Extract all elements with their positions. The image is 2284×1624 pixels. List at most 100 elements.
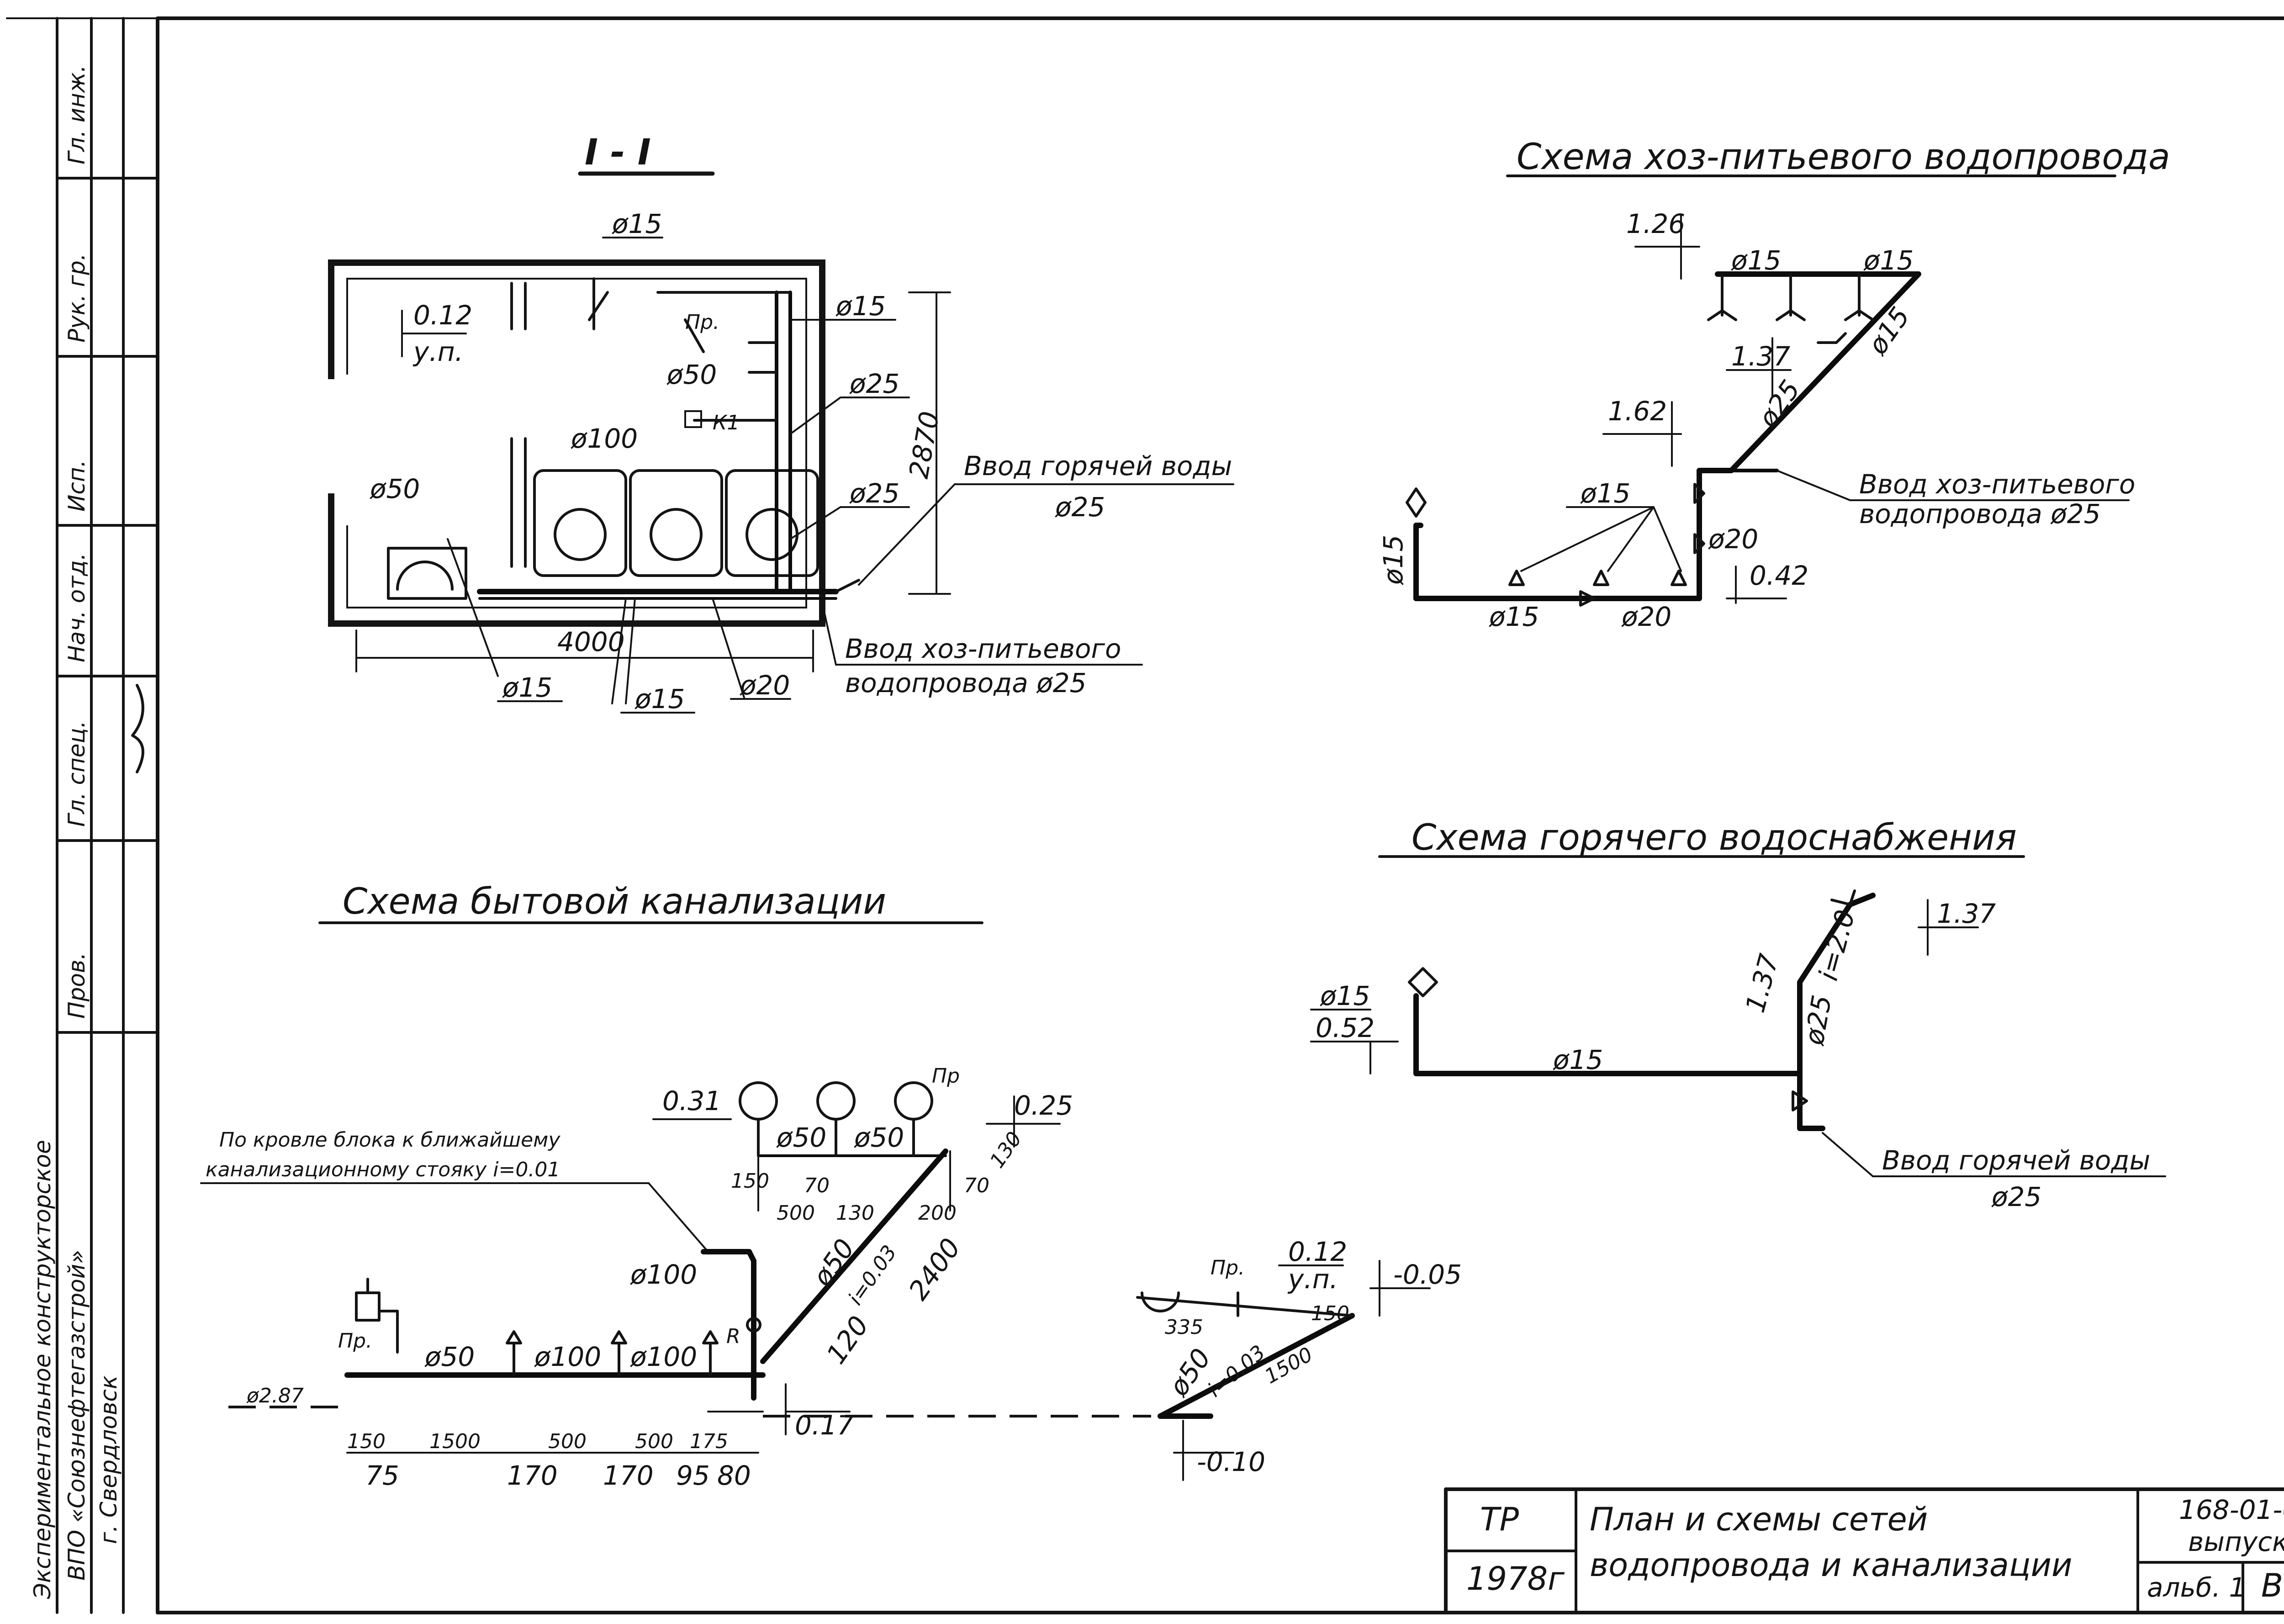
hot-lvl-137: 1.37 (1937, 898, 1996, 929)
sewer-dim-150: 150 (731, 1169, 769, 1193)
sewer-d100-b: ø100 (630, 1341, 697, 1372)
stamp-cell-1: Гл. инж. (63, 65, 90, 164)
cold-d15-mid: ø15 (1580, 478, 1630, 509)
sewer-lvl-031: 0.31 (662, 1085, 721, 1116)
aux-012: 0.12 (1288, 1236, 1347, 1267)
stamp-org-line2: ВПО «Союзнефтегазстрой» (63, 1250, 90, 1581)
hot-water-title: Схема горячего водоснабжения (1412, 817, 2017, 858)
sewer-b-1500: 1500 (429, 1430, 481, 1453)
plan-fixtures (387, 469, 819, 600)
stamp-org-line3: г. Свердловск (95, 1375, 122, 1544)
cold-water-levels: 1.26 1.37 1.62 0.42 (1602, 208, 1808, 604)
stamp-cell-3: Исп. (63, 460, 90, 512)
wc-2 (650, 508, 703, 561)
hot-d15-top: ø15 (1320, 980, 1370, 1011)
sewer-lvl-017: 0.17 (795, 1410, 854, 1441)
aux-bath (1141, 1291, 1180, 1312)
cold-lvl-137: 1.37 (1731, 341, 1790, 372)
aux-335: 335 (1165, 1316, 1203, 1339)
sewer-dim-130: 130 (836, 1201, 874, 1225)
sewer-note-line2: канализационному стояку i=0.01 (206, 1158, 560, 1181)
sewer-d50-b: ø50 (854, 1122, 904, 1153)
sewer-wc-2 (816, 1081, 856, 1121)
plan-d15-bottom1: ø15 (502, 672, 552, 703)
hot-slope: i=2.0 (1813, 906, 1861, 984)
plan-view: I - I (324, 132, 1234, 714)
cold-d15-bot: ø15 (1489, 601, 1539, 632)
plan-dim-2870: 2870 (903, 409, 946, 481)
aux-m010: -0.10 (1197, 1446, 1265, 1477)
hot-valve (1792, 1090, 1808, 1111)
cold-water-taps (1406, 273, 1874, 607)
sewer-lvl-025: 0.25 (1014, 1090, 1073, 1121)
sewer-inlet-mark: ø2.87 (246, 1384, 304, 1407)
sewer-dim-500: 500 (777, 1201, 815, 1225)
plan-d15-right: ø15 (835, 291, 886, 322)
hot-tap (1830, 889, 1856, 906)
cold-d20-bot: ø20 (1621, 601, 1671, 632)
tb-title-line2: водопровода и канализации (1590, 1546, 2073, 1584)
stamp-cell-2: Рук. гр. (63, 253, 90, 343)
tb-album: альб. 1 (2147, 1572, 2246, 1603)
aux-m005: -0.05 (1393, 1259, 1462, 1290)
plan-d100: ø100 (571, 423, 638, 454)
hot-d25: ø25 (1798, 993, 1838, 1047)
plan-d50-wc: ø50 (666, 359, 717, 390)
sewer-d100-riser: ø100 (630, 1259, 697, 1290)
cold-d15-vert: ø15 (1378, 535, 1409, 585)
plan-k1: К1 (713, 411, 740, 434)
tb-doc-no: 168-01-01 (2179, 1494, 2284, 1525)
plan-d15-top: ø15 (612, 208, 662, 239)
sewer-d100-a: ø100 (534, 1341, 601, 1372)
sewer-aux-branch: Пр. 0.12 у.п. -0.05 335 ø50 i=0.03 1500 … (1163, 1236, 1462, 1481)
sewer-scheme: Схема бытовой канализации По кровле блок… (200, 881, 1462, 1491)
sheet-frame (6, 16, 2284, 1614)
aux-slope: i=0.03 (1203, 1341, 1269, 1402)
sewer-b-175: 175 (690, 1430, 728, 1453)
plan-level-ur: у.п. (412, 336, 463, 367)
sewer-wc-3 (894, 1081, 933, 1121)
hot-inlet-line1: Ввод горячей воды (1882, 1145, 2150, 1176)
cold-lvl-042: 0.42 (1750, 560, 1808, 591)
plan-walls (324, 259, 825, 627)
sewer-b-170a: 170 (507, 1460, 558, 1491)
sewer-washbasin (355, 1291, 381, 1322)
sewer-wc-1 (739, 1081, 778, 1121)
tb-year: 1978г (1466, 1560, 1565, 1598)
hot-lvl-052: 0.52 (1316, 1012, 1375, 1043)
plan-pr: Пр. (685, 311, 719, 334)
aux-150: 150 (1311, 1302, 1349, 1325)
sewer-pr-top: Пр (932, 1064, 960, 1088)
sewer-b-150: 150 (347, 1430, 386, 1453)
sewer-dim-chain: 150 1500 500 500 175 75 170 170 95 80 (346, 1430, 759, 1491)
cold-d15-b: ø15 (1863, 245, 1914, 276)
sewer-b-95: 95 (676, 1460, 710, 1491)
sewer-len-120: 120 (820, 1310, 875, 1370)
side-stamp: Экспериментальное конструкторское ВПО «С… (29, 17, 159, 1614)
hot-lvl-137-diag: 1.37 (1739, 951, 1785, 1016)
plan-level-012: 0.12 (413, 300, 472, 331)
stamp-cell-5: Гл. спец. (63, 721, 90, 827)
tb-sheet: ВК-2 (2261, 1567, 2284, 1604)
plan-d25-right2: ø25 (849, 478, 899, 509)
sewer-pipes (344, 1148, 1355, 1419)
plan-hot-inlet-line2: ø25 (1055, 492, 1105, 523)
sewer-d50-a: ø50 (776, 1122, 826, 1153)
cold-inlet-line2: водопровода ø25 (1859, 498, 2101, 529)
plan-cold-inlet-line1: Ввод хоз-питьевого (845, 633, 1121, 664)
sewer-b-75: 75 (365, 1460, 399, 1491)
hot-water-scheme: Схема горячего водоснабжения 1.37 1.37 i… (1310, 817, 2166, 1212)
sewer-levels: 0.31 0.25 0.17 (652, 1085, 1073, 1441)
tb-title-line1: План и схемы сетей (1590, 1501, 1928, 1538)
hot-shower-head (1408, 967, 1438, 997)
sewer-pr-left: Пр. (338, 1329, 372, 1353)
cold-inlet-line1: Ввод хоз-питьевого (1859, 469, 2135, 500)
sewer-r: R (726, 1325, 740, 1348)
cold-d15-c: ø15 (1861, 301, 1916, 360)
cold-lvl-162: 1.62 (1608, 396, 1667, 427)
plan-d20-bottom: ø20 (740, 670, 790, 701)
plan-hot-inlet-line1: Ввод горячей воды (964, 450, 1232, 481)
stamp-org-line1: Экспериментальное конструкторское (29, 1140, 56, 1599)
aux-up: у.п. (1287, 1264, 1338, 1295)
sewer-b-170b: 170 (603, 1460, 654, 1491)
